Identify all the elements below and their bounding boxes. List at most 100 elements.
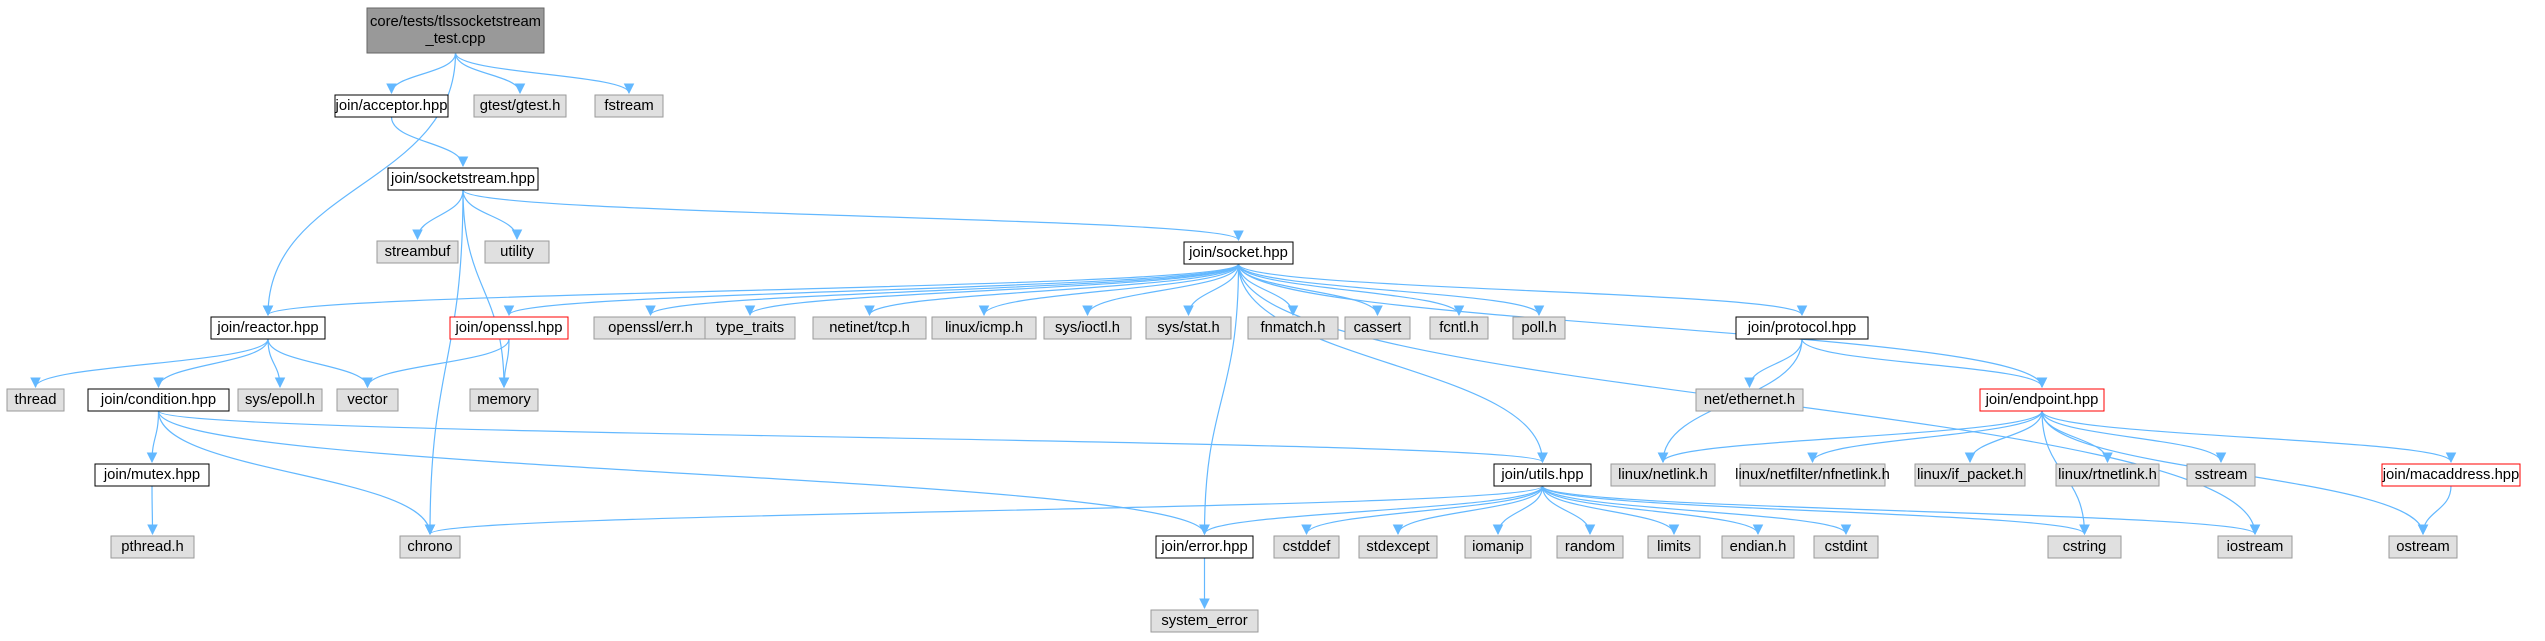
node-acceptor[interactable]: join/acceptor.hpp (334, 94, 449, 118)
edge-socket-to-icmp (978, 263, 1240, 317)
edge-socketstream-to-socket (462, 189, 1244, 242)
edge-endpoint-to-netlink (1657, 410, 2043, 464)
node-box-tcp (812, 316, 927, 340)
node-cstddef: cstddef (1273, 535, 1340, 559)
edge-utils-to-limits (1541, 485, 1680, 536)
edge-endpoint-to-nfnetlink (1807, 410, 2043, 464)
node-box-rtnetlink (2055, 463, 2160, 487)
node-box-openssl (449, 316, 569, 340)
node-nfnetlink: linux/netfilter/nfnetlink.h (1735, 463, 1890, 487)
node-rtnetlink: linux/rtnetlink.h (2055, 463, 2160, 487)
node-label-acceptor: join/acceptor.hpp (335, 98, 448, 114)
node-cstring: cstring (2047, 535, 2122, 559)
edge-utils-to-iomanip (1492, 485, 1544, 536)
node-label-reactor: join/reactor.hpp (216, 320, 318, 336)
node-stat: sys/stat.h (1145, 316, 1232, 340)
node-box-epoll (237, 388, 323, 412)
node-label-nfnetlink: linux/netfilter/nfnetlink.h (1735, 467, 1890, 483)
edge-openssl-to-vector (362, 338, 510, 389)
node-box-macaddress (2381, 463, 2521, 487)
edge-utils-to-iostream (1541, 485, 2261, 536)
node-fstream: fstream (594, 94, 664, 118)
node-box-root (366, 7, 545, 54)
node-protocol[interactable]: join/protocol.hpp (1735, 316, 1869, 340)
node-label-icmp: linux/icmp.h (945, 320, 1023, 336)
node-openssl[interactable]: join/openssl.hpp (449, 316, 569, 340)
node-label-stdexcept: stdexcept (1366, 539, 1429, 555)
node-ostream: ostream (2388, 535, 2458, 559)
node-endpoint[interactable]: join/endpoint.hpp (1979, 388, 2105, 412)
node-stdexcept: stdexcept (1358, 535, 1438, 559)
node-box-utils (1493, 463, 1592, 487)
edge-socket-to-utils (1237, 263, 1548, 464)
edge-protocol-to-endpoint (1801, 338, 2048, 389)
node-fnmatch: fnmatch.h (1247, 316, 1339, 340)
node-socket[interactable]: join/socket.hpp (1183, 241, 1294, 265)
node-box-fstream (594, 94, 664, 118)
node-label-streambuf: streambuf (385, 244, 452, 260)
node-root[interactable]: core/tests/tlssocketstream_test.cpp (366, 7, 545, 54)
node-type_traits: type_traits (704, 316, 796, 340)
node-reactor[interactable]: join/reactor.hpp (210, 316, 326, 340)
node-box-system_error (1150, 609, 1259, 633)
node-label-utils: join/utils.hpp (1500, 467, 1583, 483)
edge-socket-to-endpoint (1237, 263, 2048, 389)
node-box-type_traits (704, 316, 796, 340)
node-box-ioctl (1043, 316, 1132, 340)
edge-condition-to-error (157, 410, 1210, 536)
node-box-gtest (473, 94, 567, 118)
edge-endpoint-to-sstream (2041, 410, 2227, 464)
node-box-acceptor (334, 94, 449, 118)
edge-condition-to-mutex (146, 410, 160, 464)
node-mutex[interactable]: join/mutex.hpp (94, 463, 210, 487)
node-utils[interactable]: join/utils.hpp (1493, 463, 1592, 487)
edge-utils-to-random (1541, 485, 1596, 536)
node-box-fcntl (1429, 316, 1489, 340)
node-label-sstream: sstream (2195, 467, 2248, 483)
edge-socketstream-to-streambuf (412, 189, 464, 241)
edge-acceptor-to-socketstream (390, 116, 469, 168)
node-netlink: linux/netlink.h (1610, 463, 1716, 487)
node-box-fnmatch (1247, 316, 1339, 340)
node-chrono: chrono (399, 535, 461, 559)
node-socketstream[interactable]: join/socketstream.hpp (387, 167, 539, 191)
node-label-vector: vector (347, 392, 387, 408)
edge-socket-to-ioctl (1082, 263, 1240, 317)
node-box-vector (336, 388, 399, 412)
node-label-thread: thread (15, 392, 57, 408)
node-label-opensslerr: openssl/err.h (608, 320, 693, 336)
node-label-rtnetlink: linux/rtnetlink.h (2058, 467, 2157, 483)
node-box-endpoint (1979, 388, 2105, 412)
node-poll: poll.h (1512, 316, 1566, 340)
edge-socket-to-stat (1183, 263, 1240, 317)
node-label-error: join/error.hpp (1160, 539, 1247, 555)
node-thread: thread (6, 388, 65, 412)
node-condition[interactable]: join/condition.hpp (87, 388, 230, 412)
node-iomanip: iomanip (1464, 535, 1532, 559)
edge-condition-to-utils (157, 410, 1548, 464)
node-box-stat (1145, 316, 1232, 340)
edge-utils-to-error (1199, 485, 1544, 536)
node-pthread: pthread.h (110, 535, 195, 559)
node-box-sstream (2186, 463, 2256, 487)
node-box-error (1155, 535, 1254, 559)
node-limits: limits (1647, 535, 1701, 559)
edge-root-to-fstream (454, 52, 635, 95)
node-label-socketstream: join/socketstream.hpp (390, 171, 535, 187)
node-error[interactable]: join/error.hpp (1155, 535, 1254, 559)
edge-root-to-acceptor (386, 52, 457, 95)
node-label-utility: utility (500, 244, 534, 260)
node-label-pthread: pthread.h (121, 539, 184, 555)
node-box-endian (1721, 535, 1795, 559)
node-box-cstring (2047, 535, 2122, 559)
node-box-reactor (210, 316, 326, 340)
node-box-thread (6, 388, 65, 412)
edge-socket-to-fnmatch (1237, 263, 1299, 317)
node-ethernet: net/ethernet.h (1695, 388, 1804, 412)
node-cassert: cassert (1344, 316, 1411, 340)
node-label-random: random (1565, 539, 1615, 555)
edge-endpoint-to-macaddress (2041, 410, 2457, 464)
node-label-memory: memory (477, 392, 531, 408)
node-label-socket: join/socket.hpp (1188, 245, 1288, 261)
node-macaddress[interactable]: join/macaddress.hpp (2381, 463, 2521, 487)
